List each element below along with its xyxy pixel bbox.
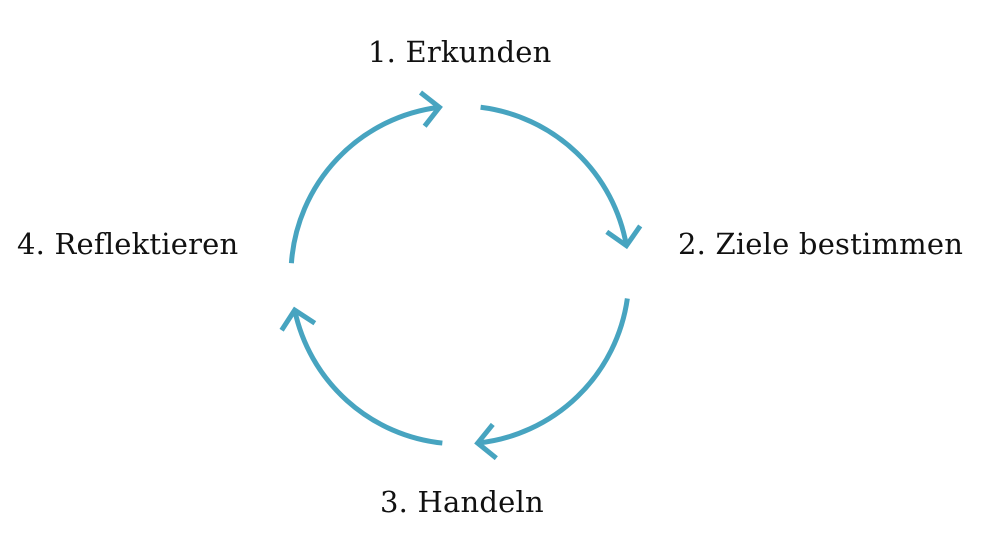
arrow-reflektieren-to-erkunden: [288, 90, 443, 264]
arrowhead-icon: [605, 224, 643, 250]
arrow-erkunden-to-ziele-line: [480, 104, 629, 247]
arrow-reflektieren-to-erkunden-line: [288, 104, 440, 264]
step-label-ziele-bestimmen: 2. Ziele bestimmen: [678, 227, 964, 261]
arrow-handeln-to-reflektieren-line: [292, 309, 443, 446]
step-label-erkunden: 1. Erkunden: [368, 35, 552, 69]
arrow-ziele-to-handeln: [474, 298, 630, 461]
arrowhead-icon: [279, 306, 317, 332]
step-label-reflektieren: 4. Reflektieren: [17, 227, 239, 261]
arrowhead-icon: [474, 422, 498, 461]
step-label-handeln: 3. Handeln: [380, 485, 544, 519]
arrowhead-icon: [418, 90, 443, 128]
arrow-erkunden-to-ziele: [480, 104, 643, 250]
arrow-ziele-to-handeln-line: [477, 298, 630, 446]
arrow-handeln-to-reflektieren: [279, 306, 443, 446]
